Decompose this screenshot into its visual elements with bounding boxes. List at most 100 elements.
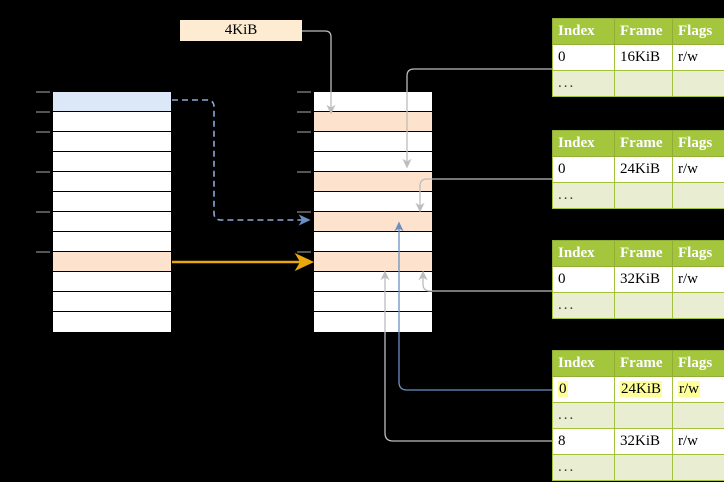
cell-frame [614, 70, 673, 97]
ellipsis-row: ... [552, 402, 724, 429]
row-tick-mark [297, 131, 311, 133]
cell-index: 0 [552, 44, 615, 71]
physical-memory-column-row [314, 192, 432, 212]
physical-memory-column-row [314, 152, 432, 172]
cell-frame [614, 182, 673, 209]
virtual-memory-column-row [53, 192, 171, 212]
physical-memory-column-row [314, 132, 432, 152]
cell-frame: 24KiB [614, 376, 673, 403]
virtual-memory-column-row [53, 312, 171, 332]
virtual-memory-column-row [53, 232, 171, 252]
ellipsis-row: ... [552, 454, 724, 481]
cell-flags [672, 402, 724, 429]
cell-index: 8 [552, 428, 615, 455]
column-header-frame: Frame [614, 18, 673, 45]
wire-table2-to-frame [415, 178, 552, 213]
physical-memory-column-row [314, 212, 432, 232]
column-header-flags: Flags [672, 350, 724, 377]
row-tick-mark [36, 131, 50, 133]
cell-flags: r/w [672, 156, 724, 183]
cell-index: ... [552, 182, 615, 209]
column-header-frame: Frame [614, 130, 673, 157]
virtual-memory-column-row [53, 92, 171, 112]
column-header-index: Index [552, 240, 615, 267]
column-header-frame: Frame [614, 350, 673, 377]
column-header-flags: Flags [672, 240, 724, 267]
cell-frame: 16KiB [614, 44, 673, 71]
cell-flags: r/w [672, 266, 724, 293]
cell-index: ... [552, 454, 615, 481]
physical-memory-column-row [314, 292, 432, 312]
row-tick-mark [297, 211, 311, 213]
cell-index: ... [552, 292, 615, 319]
cell-index: ... [552, 402, 615, 429]
virtual-memory-column-row [53, 112, 171, 132]
cell-flags: r/w [672, 376, 724, 403]
cell-index: 0 [552, 376, 615, 403]
column-header-index: Index [552, 130, 615, 157]
row-tick-mark [36, 171, 50, 173]
row-tick-mark [297, 111, 311, 113]
cell-frame: 24KiB [614, 156, 673, 183]
column-header-index: Index [552, 350, 615, 377]
column-header-index: Index [552, 18, 615, 45]
virtual-memory-column-row [53, 132, 171, 152]
physical-memory-column-row [314, 252, 432, 272]
highlighted-value: 0 [558, 381, 568, 397]
row-tick-mark [297, 251, 311, 253]
row-tick-mark [36, 111, 50, 113]
virtual-memory-column-row [53, 212, 171, 232]
physical-memory-column-row [314, 232, 432, 252]
wire-table3-to-frame [418, 270, 552, 292]
cell-flags: r/w [672, 428, 724, 455]
row-tick-mark [297, 171, 311, 173]
virtual-memory-column [52, 91, 172, 332]
cell-frame: 32KiB [614, 266, 673, 293]
ellipsis-row: ... [552, 70, 724, 97]
size-label-4kib: 4KiB [180, 20, 302, 41]
cell-flags [672, 454, 724, 481]
virtual-memory-column-row [53, 152, 171, 172]
virtual-memory-column-row [53, 252, 171, 272]
row-tick-mark [36, 211, 50, 213]
cell-frame [614, 292, 673, 319]
cell-index: 0 [552, 156, 615, 183]
column-header-flags: Flags [672, 18, 724, 45]
ellipsis-row: ... [552, 182, 724, 209]
ellipsis-row: ... [552, 292, 724, 319]
cell-flags [672, 182, 724, 209]
column-header-flags: Flags [672, 130, 724, 157]
physical-memory-column-row [314, 312, 432, 332]
cell-frame: 32KiB [614, 428, 673, 455]
cell-flags [672, 292, 724, 319]
cell-index: ... [552, 70, 615, 97]
virtual-memory-column-row [53, 292, 171, 312]
physical-memory-column [313, 91, 433, 332]
cell-frame [614, 402, 673, 429]
column-header-frame: Frame [614, 240, 673, 267]
highlighted-value: 24KiB [620, 381, 663, 397]
row-tick-mark [36, 91, 50, 93]
highlighted-value: r/w [678, 381, 700, 397]
wire-virtual-to-physical-dashed [172, 99, 311, 226]
physical-memory-column-row [314, 172, 432, 192]
row-tick-mark [36, 251, 50, 253]
cell-frame [614, 454, 673, 481]
cell-flags: r/w [672, 44, 724, 71]
physical-memory-column-row [314, 92, 432, 112]
physical-memory-column-row [314, 272, 432, 292]
row-tick-mark [297, 91, 311, 93]
table-row: 0 24KiB r/w [552, 376, 724, 403]
cell-index: 0 [552, 266, 615, 293]
virtual-memory-column-row [53, 272, 171, 292]
virtual-memory-column-row [53, 172, 171, 192]
